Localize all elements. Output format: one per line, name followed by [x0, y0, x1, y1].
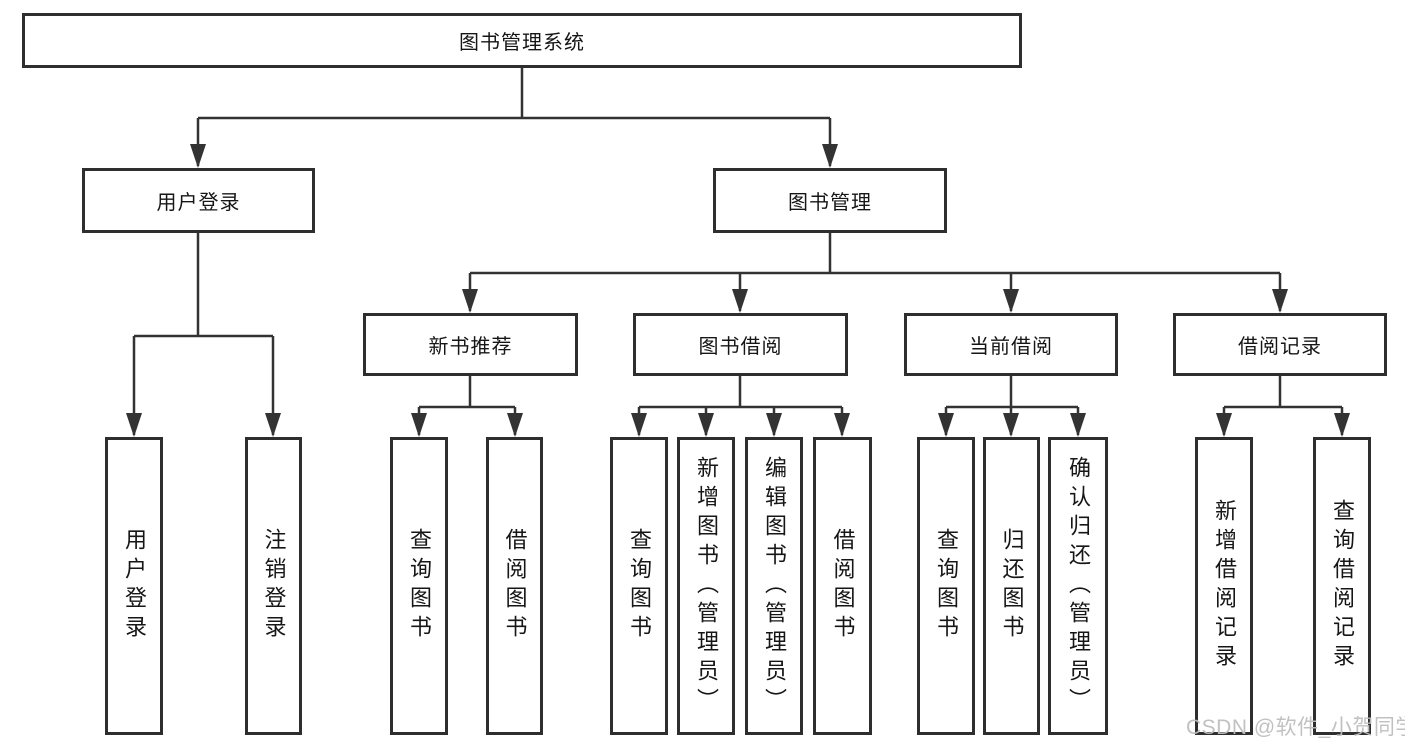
- leaf-rec-query-book: 查询图书: [390, 437, 448, 735]
- node-user-login: 用户登录: [82, 168, 315, 233]
- leaf-br-add-record: 新增借阅记录: [1195, 437, 1253, 735]
- node-book-management: 图书管理: [713, 168, 947, 233]
- leaf-logout: 注销登录: [245, 437, 302, 735]
- leaf-rec-borrow-book: 借阅图书: [486, 437, 543, 735]
- leaf-user-login-label: 用户登录: [122, 528, 147, 644]
- leaf-bb-edit-book-label: 编辑图书（管理员）: [762, 455, 787, 717]
- leaf-br-query-record-label: 查询借阅记录: [1330, 499, 1355, 673]
- leaf-bb-add-book-label: 新增图书（管理员）: [694, 455, 719, 717]
- csdn-watermark: CSDN @软件_小贺同学: [1186, 716, 1405, 739]
- node-book-borrowing: 图书借阅: [633, 313, 848, 376]
- leaf-br-add-record-label: 新增借阅记录: [1212, 499, 1237, 673]
- node-new-book-recommend: 新书推荐: [363, 313, 578, 376]
- leaf-logout-label: 注销登录: [261, 528, 287, 644]
- leaf-cb-query-book: 查询图书: [917, 437, 975, 735]
- leaf-rec-query-book-label: 查询图书: [407, 528, 432, 644]
- node-user-login-label: 用户登录: [156, 192, 241, 214]
- node-current-borrowing: 当前借阅: [904, 313, 1118, 376]
- leaf-user-login: 用户登录: [105, 437, 163, 735]
- leaf-br-query-record: 查询借阅记录: [1313, 437, 1371, 735]
- leaf-bb-borrow-book-label: 借阅图书: [830, 528, 856, 644]
- node-borrowing-records-label: 借阅记录: [1238, 336, 1322, 358]
- leaf-bb-query-book: 查询图书: [610, 437, 668, 735]
- leaf-bb-query-book-label: 查询图书: [627, 528, 652, 644]
- leaf-bb-add-book: 新增图书（管理员）: [677, 437, 735, 735]
- leaf-rec-borrow-book-label: 借阅图书: [502, 528, 528, 644]
- leaf-cb-confirm-return-label: 确认归还（管理员）: [1066, 455, 1091, 717]
- node-root-label: 图书管理系统: [459, 32, 585, 54]
- node-book-borrowing-label: 图书借阅: [698, 336, 783, 358]
- leaf-cb-query-book-label: 查询图书: [934, 528, 959, 644]
- leaf-cb-return-book-label: 归还图书: [999, 528, 1025, 644]
- node-current-borrowing-label: 当前借阅: [969, 336, 1053, 358]
- node-book-management-label: 图书管理: [788, 192, 872, 214]
- leaf-bb-edit-book: 编辑图书（管理员）: [745, 437, 803, 735]
- node-root: 图书管理系统: [22, 13, 1022, 68]
- node-new-book-recommend-label: 新书推荐: [428, 336, 513, 358]
- leaf-cb-return-book: 归还图书: [983, 437, 1040, 735]
- leaf-bb-borrow-book: 借阅图书: [813, 437, 872, 735]
- node-borrowing-records: 借阅记录: [1173, 313, 1387, 376]
- leaf-cb-confirm-return: 确认归还（管理员）: [1048, 437, 1108, 735]
